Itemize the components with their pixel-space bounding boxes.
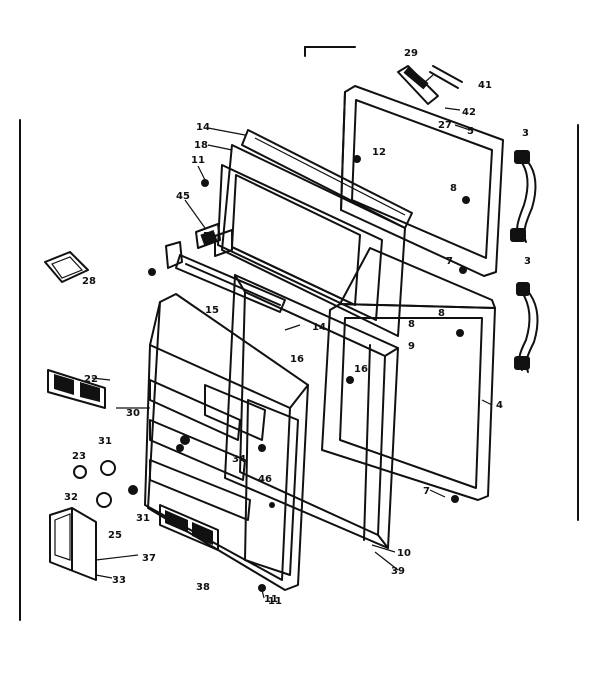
part-label: 12	[372, 147, 386, 158]
part-label: 16	[354, 364, 368, 375]
part-label: 33	[112, 575, 126, 586]
part-label: 30	[126, 408, 140, 419]
part-label: 28	[82, 276, 96, 287]
margin-marks	[19, 46, 579, 621]
part-label: 14	[312, 322, 326, 333]
part-label: 25	[108, 530, 122, 541]
utility-bin	[49, 507, 97, 581]
part-label: 11	[268, 596, 282, 607]
part-label: 7	[446, 256, 453, 267]
part-label: 7	[423, 486, 430, 497]
part-label: 27	[438, 120, 452, 131]
part-label: 39	[391, 566, 405, 577]
leader-lines	[91, 74, 493, 599]
part-label: 23	[72, 451, 86, 462]
part-label: 22	[84, 374, 98, 385]
fresh-food-door-handle	[514, 282, 539, 373]
part-label: 11	[264, 594, 278, 605]
dairy-door-bracket	[195, 223, 221, 249]
part-label: 5	[467, 126, 474, 137]
butter-compartment	[44, 251, 89, 283]
shelf-retainer-38	[159, 504, 219, 551]
freezer-door-panel	[340, 65, 504, 277]
part-label: 42	[462, 107, 476, 118]
shelf-retainer-22	[47, 369, 106, 409]
part-label: 8	[450, 183, 457, 194]
freezer-door-liner	[214, 129, 413, 337]
part-label: 45	[176, 191, 190, 202]
part-label: 18	[194, 140, 208, 151]
part-label: 16	[290, 354, 304, 365]
part-labels: 14 18 11 45 28 15 16 22 30 31 23 32 25 3…	[64, 48, 531, 607]
part-label: 31	[98, 436, 112, 447]
part-label: 34	[232, 454, 246, 465]
part-label: 15	[205, 305, 219, 316]
freezer-door-handle	[510, 150, 537, 243]
part-label: 32	[64, 492, 78, 503]
hardware-parts	[73, 179, 266, 592]
fresh-food-door-liner	[144, 293, 309, 591]
part-label: 46	[258, 474, 272, 485]
fresh-food-gasket	[224, 274, 399, 549]
part-label: 37	[142, 553, 156, 564]
part-label: 9	[408, 341, 415, 352]
part-label: 4	[496, 400, 503, 411]
part-label: 10	[397, 548, 411, 559]
part-label: 31	[136, 513, 150, 524]
part-label: 14	[196, 122, 210, 133]
part-label: 29	[404, 48, 418, 59]
part-label: 38	[196, 582, 210, 593]
part-label: 41	[478, 80, 492, 91]
part-label: 8	[408, 319, 415, 330]
part-label: 8	[438, 308, 445, 319]
part-label: 3	[524, 256, 531, 267]
part-label: 3	[522, 128, 529, 139]
part-label: 11	[191, 155, 205, 166]
fresh-food-door-panel	[321, 247, 496, 503]
